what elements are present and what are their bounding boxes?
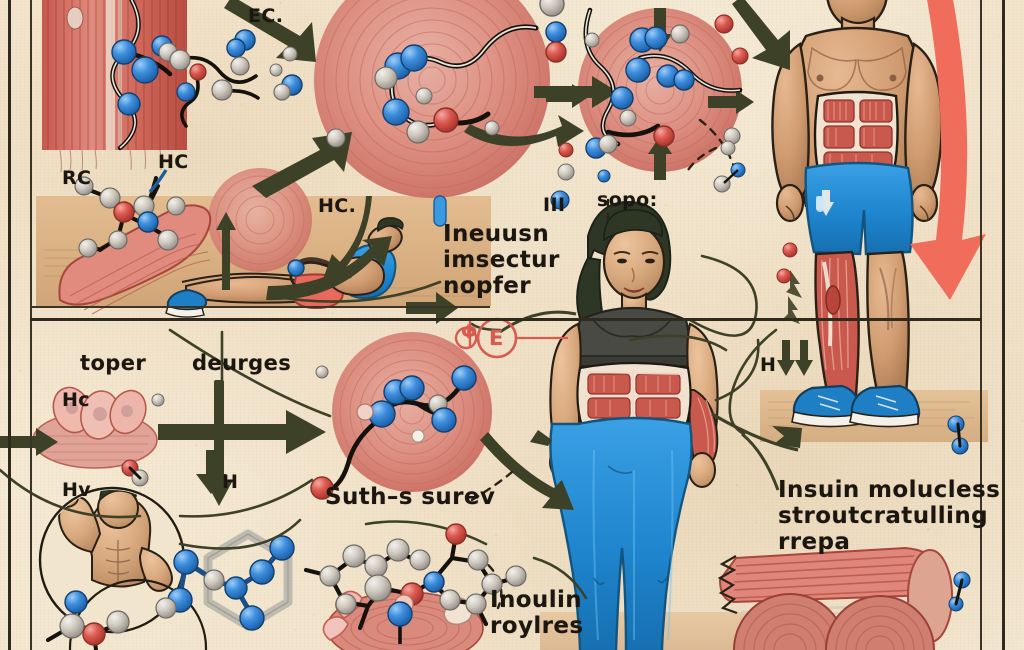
label-phi: Φ xyxy=(461,321,478,343)
label-hc-left: Hc xyxy=(62,389,90,411)
label-h-mid: H xyxy=(222,471,239,493)
label-h-right: H xyxy=(760,354,777,376)
label-ec: EC. xyxy=(248,5,284,27)
frame-left-outer xyxy=(8,0,11,650)
frame-left-inner xyxy=(30,0,32,650)
label-sopo: sopo: xyxy=(597,189,658,211)
label-hc-dot: HC. xyxy=(318,195,357,217)
label-toper: toper xyxy=(80,351,147,375)
label-hc-upper: HC xyxy=(158,151,189,173)
label-insulin-main: Ineuusn imsectur nopfer xyxy=(443,221,560,299)
label-rc: RC xyxy=(62,167,92,189)
label-hhh: III xyxy=(543,194,566,216)
label-insulin-repair: Insuin molucless stroutcratulling rrepa xyxy=(778,477,1001,555)
label-hv: Hv xyxy=(62,479,92,501)
frame-divider-horizontal xyxy=(30,318,982,321)
label-circle-e: E xyxy=(489,326,504,350)
label-insulin-recep: Inoulin roylres xyxy=(490,587,584,639)
frame-right-outer xyxy=(1002,0,1005,650)
label-suths-surev: Suth–s surev xyxy=(325,484,496,510)
frame-divider-horizontal-2 xyxy=(30,306,490,308)
label-deurges: deurges xyxy=(192,351,292,375)
frame-right-inner xyxy=(980,0,982,650)
